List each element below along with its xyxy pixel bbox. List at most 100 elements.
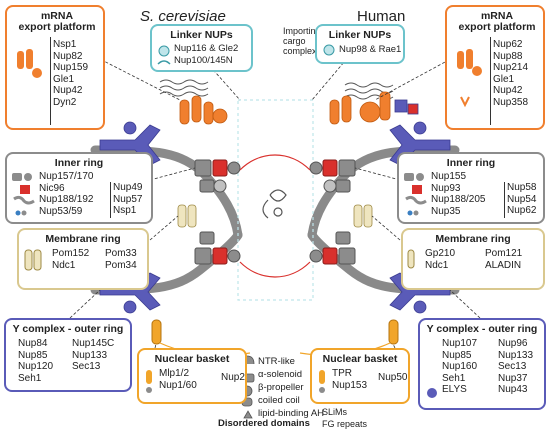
list-item: Dyn2 <box>53 96 77 108</box>
list-item: Nup62 <box>493 39 523 50</box>
list-item: Nup188/205 <box>431 194 486 206</box>
legend-item-lipid-binding-ah: lipid-binding AH <box>258 408 325 419</box>
list-item: Nup100/145N <box>174 54 233 66</box>
list-item: Nup42 <box>493 85 523 97</box>
nuclear-basket-title: Nuclear basket <box>322 353 398 365</box>
list-item: Nup57 <box>113 193 143 205</box>
title-s-cerevisiae: S. cerevisiae <box>140 8 226 25</box>
legend-item-beta-propeller: β-propeller <box>258 382 304 393</box>
membrane-ring-box-left: Membrane ring Pom152 Ndc1 Pom33 Pom34 <box>17 228 149 290</box>
central-channel-outline <box>237 99 314 301</box>
inner-ring-box-right: Inner ring Nup155 Nup93 Nup188/205 Nup35… <box>397 152 545 224</box>
list-item: Nup107 <box>442 338 478 349</box>
linker-nups-list: Nup98 & Rae1 <box>339 44 401 56</box>
inner-ring-bottom-right <box>309 231 356 265</box>
export-platform-title: mRNA export platform <box>18 10 96 33</box>
export-platform-icon <box>17 49 42 78</box>
membrane-ring-col2: Pom33 Pom34 <box>105 248 137 271</box>
list-item: Seh1 <box>442 372 466 384</box>
inner-ring-col1: Nup155 Nup93 Nup188/205 Nup35 <box>431 171 486 217</box>
linker-nups-title: Linker NUPs <box>170 29 233 41</box>
linker-curve-bottom <box>239 261 311 278</box>
list-item: Pom121 <box>485 248 523 259</box>
y-complex-col2: Nup96 Nup133 Sec13 Nup37 Nup43 <box>498 338 533 396</box>
list-item: Nup85 <box>18 349 48 361</box>
list-item: TPR <box>332 368 352 379</box>
list-item: Nic96 <box>39 182 65 194</box>
inner-ring-col2: Nup58 Nup54 Nup62 <box>507 182 536 217</box>
list-item: Nup43 <box>498 384 528 396</box>
nuclear-basket-extra: Nup50 <box>378 372 408 383</box>
y-complex-col2: Nup145C Nup133 Sec13 <box>72 338 114 373</box>
inner-ring-icons <box>404 173 427 216</box>
importin-cargo-complex <box>262 189 287 219</box>
export-platform-right <box>329 91 391 125</box>
nuclear-basket-box-right: Nuclear basket TPR Nup153 Nup50 <box>310 348 410 404</box>
membrane-ring-box-right: Membrane ring Gp210 Ndc1 Pom121 ALADIN <box>401 228 545 290</box>
export-platform-left <box>179 95 228 125</box>
legend-item-alpha-solenoid: α-solenoid <box>258 369 303 380</box>
list-item: Pom33 <box>105 248 137 259</box>
list-item: Nup82 <box>53 50 83 62</box>
membrane-ring-icon <box>24 249 42 271</box>
list-item: Nup160 <box>442 361 478 373</box>
cytoplasmic-fibrils-left <box>159 79 209 97</box>
list-item: Nup84 <box>18 338 48 349</box>
export-platform-icon <box>457 49 482 108</box>
linker-curve-top <box>239 154 311 171</box>
list-item: Nsp1 <box>113 205 137 217</box>
legend-item-slims: SLiMs <box>322 407 348 417</box>
nuclear-basket-extra: Nup2 <box>221 372 245 383</box>
list-item: Nup93 <box>431 182 461 194</box>
nuclear-basket-box-left: Nuclear basket Mlp1/2 Nup1/60 Nup2 <box>137 348 247 404</box>
list-item: Gp210 <box>425 248 456 259</box>
list-item: Nsp1 <box>53 39 77 50</box>
y-complex-box-right: Y complex - outer ring Nup107 Nup85 Nup1… <box>418 318 546 410</box>
nuclear-basket-icon <box>319 370 325 393</box>
linker-nups-box-left: Linker NUPs Nup116 & Gle2 Nup100/145N <box>150 24 253 72</box>
list-item: Nup157/170 <box>39 171 94 182</box>
list-item: Nup98 & Rae1 <box>339 44 402 55</box>
list-item: Nup153 <box>332 379 368 391</box>
inner-ring-col1: Nup157/170 Nic96 Nup188/192 Nup53/59 <box>39 171 94 217</box>
legend-item-ntr-like: NTR-like <box>258 356 295 367</box>
list-item: Nup358 <box>493 96 529 108</box>
list-item: Seh1 <box>18 372 42 384</box>
membrane-ring-col1: Gp210 Ndc1 <box>425 248 455 271</box>
list-item: Gle1 <box>53 73 75 85</box>
export-platform-box-right: mRNA export platform Nup62 Nup88 Nup214 … <box>445 5 545 130</box>
list-item: Sec13 <box>498 361 527 373</box>
linker-icon <box>323 44 335 56</box>
inner-ring-col2: Nup49 Nup57 Nsp1 <box>113 182 142 217</box>
legend-disordered-title: Disordered domains <box>218 418 310 429</box>
list-item: Sec13 <box>72 361 101 373</box>
list-item: Nup1/60 <box>159 379 197 391</box>
inner-ring-bottom-left <box>194 231 241 265</box>
list-item: Nup120 <box>18 361 54 373</box>
inner-ring-icons <box>12 173 35 216</box>
y-complex-col1: Nup84 Nup85 Nup120 Seh1 <box>18 338 53 384</box>
list-item: Nup37 <box>498 372 528 384</box>
membrane-ring-icon <box>407 249 415 269</box>
linker-icon <box>157 45 171 65</box>
inner-ring-top-right <box>309 159 356 193</box>
list-item: Nup35 <box>431 205 461 217</box>
export-platform-box-left: mRNA export platform Nsp1 Nup82 Nup159 G… <box>5 5 105 130</box>
inner-ring-title: Inner ring <box>446 157 496 169</box>
nuclear-basket-title: Nuclear basket <box>154 353 230 365</box>
list-item: Nup49 <box>113 182 143 193</box>
list-item: Ndc1 <box>425 259 449 271</box>
list-item: Nup42 <box>53 85 83 97</box>
lipid-binding-ah-icon <box>243 410 253 419</box>
list-item: Nup62 <box>507 205 537 217</box>
y-complex-col1: Nup107 Nup85 Nup160 Seh1 ELYS <box>442 338 477 396</box>
list-item: Nup214 <box>493 62 529 74</box>
list-item: Nup58 <box>507 182 537 193</box>
list-item: Nup116 & Gle2 <box>174 43 239 54</box>
list-item: Pom152 <box>52 248 90 259</box>
linker-nups-box-right: Linker NUPs Nup98 & Rae1 <box>315 24 405 64</box>
list-item: Nup96 <box>498 338 528 349</box>
list-item: Nup133 <box>72 349 108 361</box>
list-item: Nup53/59 <box>39 205 83 217</box>
